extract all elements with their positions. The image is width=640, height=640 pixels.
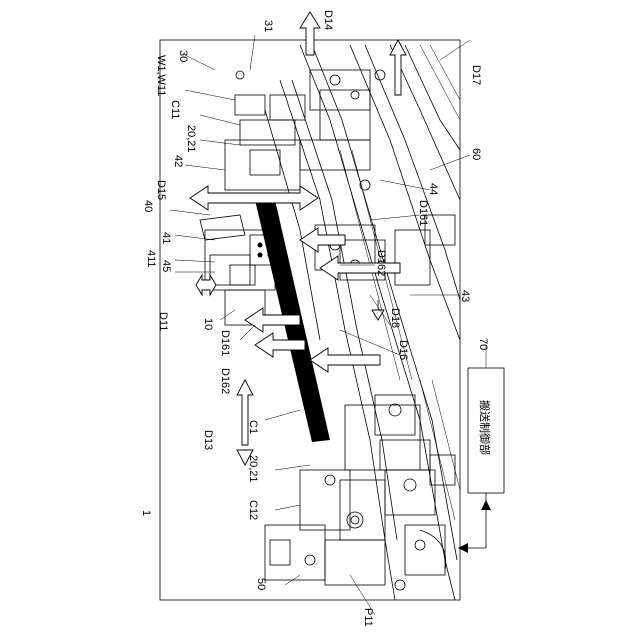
arrow-d18 [372,310,384,320]
label-w1-w11: W1,W11 [155,55,167,96]
label-40: 40 [142,200,154,212]
transport-controller-label: 搬送制御部 [478,400,492,455]
label-44: 44 [427,183,439,195]
label-31: 31 [262,20,274,32]
arrow-d11 [196,275,216,295]
label-d162-left: D162 [219,368,231,394]
arrow-d13 [237,380,253,445]
arrow-d14 [300,12,320,55]
label-30: 30 [177,50,189,62]
label-p11: P11 [362,608,374,627]
label-d14: D14 [322,10,334,30]
label-d18: D18 [389,308,401,328]
lower-unit [265,395,455,590]
label-d13: D13 [202,430,214,450]
label-d17: D17 [470,65,482,85]
label-d11: D11 [157,312,169,331]
controller-link-arrow-left [458,543,468,553]
label-43: 43 [459,290,471,302]
arrow-d16 [310,348,380,372]
label-20-21-bottom: 20,21 [247,455,259,483]
label-d162-right: D162 [375,250,387,276]
label-c11: C11 [169,100,181,119]
direction-arrows [190,12,406,465]
upper-unit [225,70,385,190]
label-70: 70 [477,338,489,350]
label-d16: D16 [397,340,409,360]
label-42: 42 [172,155,184,167]
label-c12: C12 [247,500,259,520]
label-45: 45 [160,260,172,272]
label-d161-left: D161 [219,330,231,356]
label-41: 41 [160,232,172,244]
label-411: 411 [145,250,157,268]
arrow-d17 [390,40,406,95]
label-d15: D15 [155,180,167,200]
label-10: 10 [202,318,214,330]
label-1: 1 [140,510,152,516]
label-50: 50 [255,578,267,590]
controller-link-arrow-up [481,500,491,510]
label-60: 60 [470,148,482,160]
label-20-21-top: 20,21 [185,125,197,153]
label-d161-right: D161 [417,200,429,226]
label-c1: C1 [247,420,259,434]
